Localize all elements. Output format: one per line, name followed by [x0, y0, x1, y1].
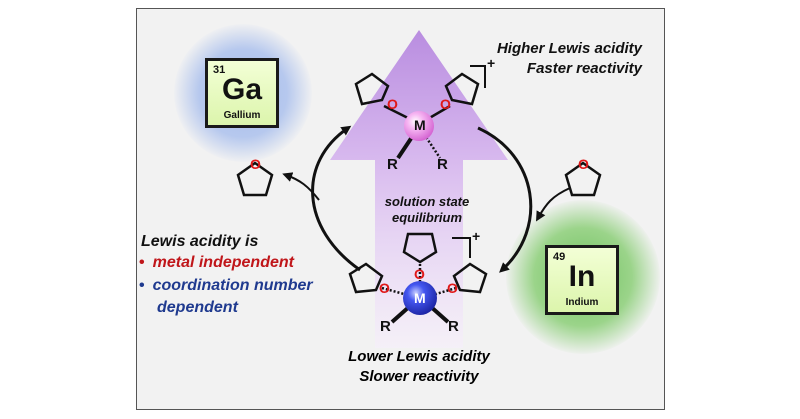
bottom-charge-bracket [452, 237, 471, 258]
thf-ring-free-left [236, 161, 274, 197]
left-cycle-arrow [311, 125, 361, 272]
bottom-metal-label: M [414, 290, 426, 306]
thf-release-arrow [282, 172, 320, 201]
thf-ring-bottom-top [402, 232, 438, 264]
top-metal-sphere [404, 111, 434, 141]
indium-symbol: In [568, 260, 596, 293]
gallium-name: Gallium [223, 110, 261, 121]
top-metal-label: M [414, 117, 426, 133]
equilibrium-label-line2: equilibrium [391, 210, 463, 225]
indium-atomic-number: 49 [553, 251, 566, 263]
bottom-oxygen-top: O [414, 266, 425, 282]
slower-reactivity-label: Slower reactivity [359, 368, 479, 385]
gallium-atomic-number: 31 [213, 64, 226, 76]
lower-acidity-label: Lower Lewis acidity [348, 348, 490, 365]
top-charge: + [487, 55, 496, 71]
bottom-ligand-left: R [380, 318, 391, 335]
top-charge-bracket [470, 65, 486, 88]
lewis-note-bullet-1: •metal independent [139, 254, 294, 271]
top-oxygen-left: O [387, 96, 398, 112]
thf-free-left-oxygen: O [250, 156, 261, 172]
bottom-metal-sphere [403, 281, 437, 315]
faster-reactivity-label: Faster reactivity [526, 60, 642, 77]
thf-ring-free-right [564, 161, 602, 197]
bottom-ligand-right: R [448, 318, 459, 335]
bottom-oxygen-left: O [379, 280, 390, 296]
thf-ring-bottom-right [452, 262, 488, 294]
bottom-oxygen-right: O [447, 280, 458, 296]
gallium-symbol: Ga [221, 73, 263, 106]
right-cycle-arrow [477, 126, 533, 273]
thf-free-right-oxygen: O [578, 156, 589, 172]
gallium-element-tile: 31 Ga Gallium [205, 58, 279, 128]
indium-element-tile: 49 In Indium [545, 245, 619, 315]
lewis-acidity-arrow [330, 30, 508, 348]
lewis-note-bullet-2: •coordination number [139, 277, 313, 294]
bottom-charge: + [472, 228, 481, 244]
top-oxygen-right: O [440, 96, 451, 112]
top-ligand-right: R [437, 156, 448, 173]
lewis-note-bullet-2-cont: dependent [157, 299, 238, 316]
equilibrium-label-line1: solution state [384, 194, 470, 209]
top-ligand-left: R [387, 156, 398, 173]
lewis-note-title: Lewis acidity is [141, 233, 259, 250]
thf-addition-arrow [536, 187, 571, 222]
thf-ring-top-right [444, 72, 480, 106]
higher-acidity-label: Higher Lewis acidity [496, 40, 642, 57]
indium-name: Indium [565, 297, 599, 308]
thf-ring-bottom-left [348, 262, 384, 294]
thf-ring-top-left [354, 72, 390, 106]
